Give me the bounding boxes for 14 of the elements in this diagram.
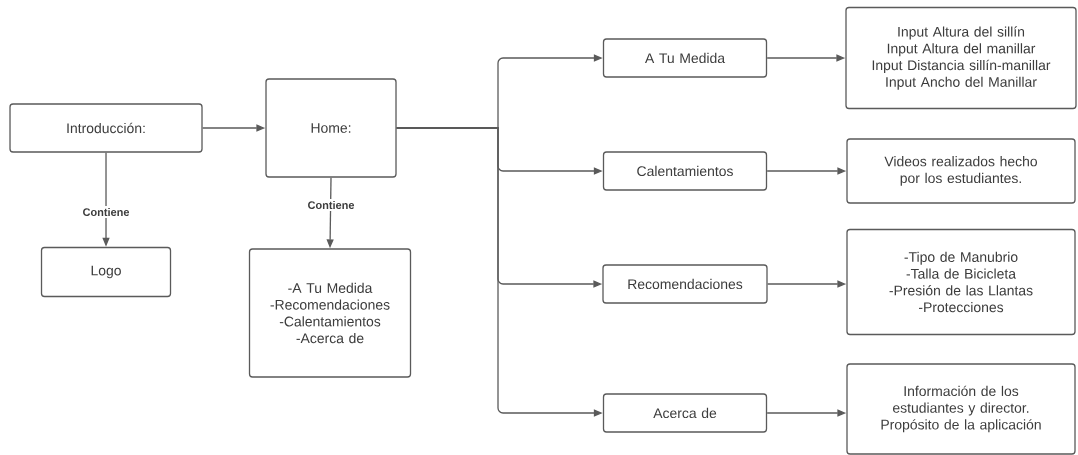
- process-box: Recomendaciones: [602, 264, 768, 304]
- process-box: Calentamientos: [602, 151, 768, 191]
- process-box: -Tipo de Manubrio -Talla de Bicicleta -Presión de las Llantas -Protecciones: [846, 228, 1076, 336]
- process-box: Información de los estudiantes y director. Propósito de la aplicación: [846, 363, 1076, 455]
- edge-label: Contiene: [305, 198, 357, 211]
- process-box: -A Tu Medida -Recomendaciones -Calentamientos -Acerca de: [248, 248, 412, 378]
- process-box: A Tu Medida: [602, 38, 768, 78]
- process-box: Input Altura del sillín Input Altura del manillar Input Distancia sillín-manillar Input Ancho del Manillar: [845, 6, 1077, 110]
- process-box: Logo: [40, 246, 172, 298]
- process-box: Home:: [265, 78, 397, 178]
- process-box: Introducción:: [9, 103, 203, 153]
- edge-label: Contiene: [80, 205, 132, 218]
- process-box: Acerca de: [602, 393, 768, 433]
- process-box: Videos realizados hecho por los estudiantes.: [846, 138, 1076, 204]
